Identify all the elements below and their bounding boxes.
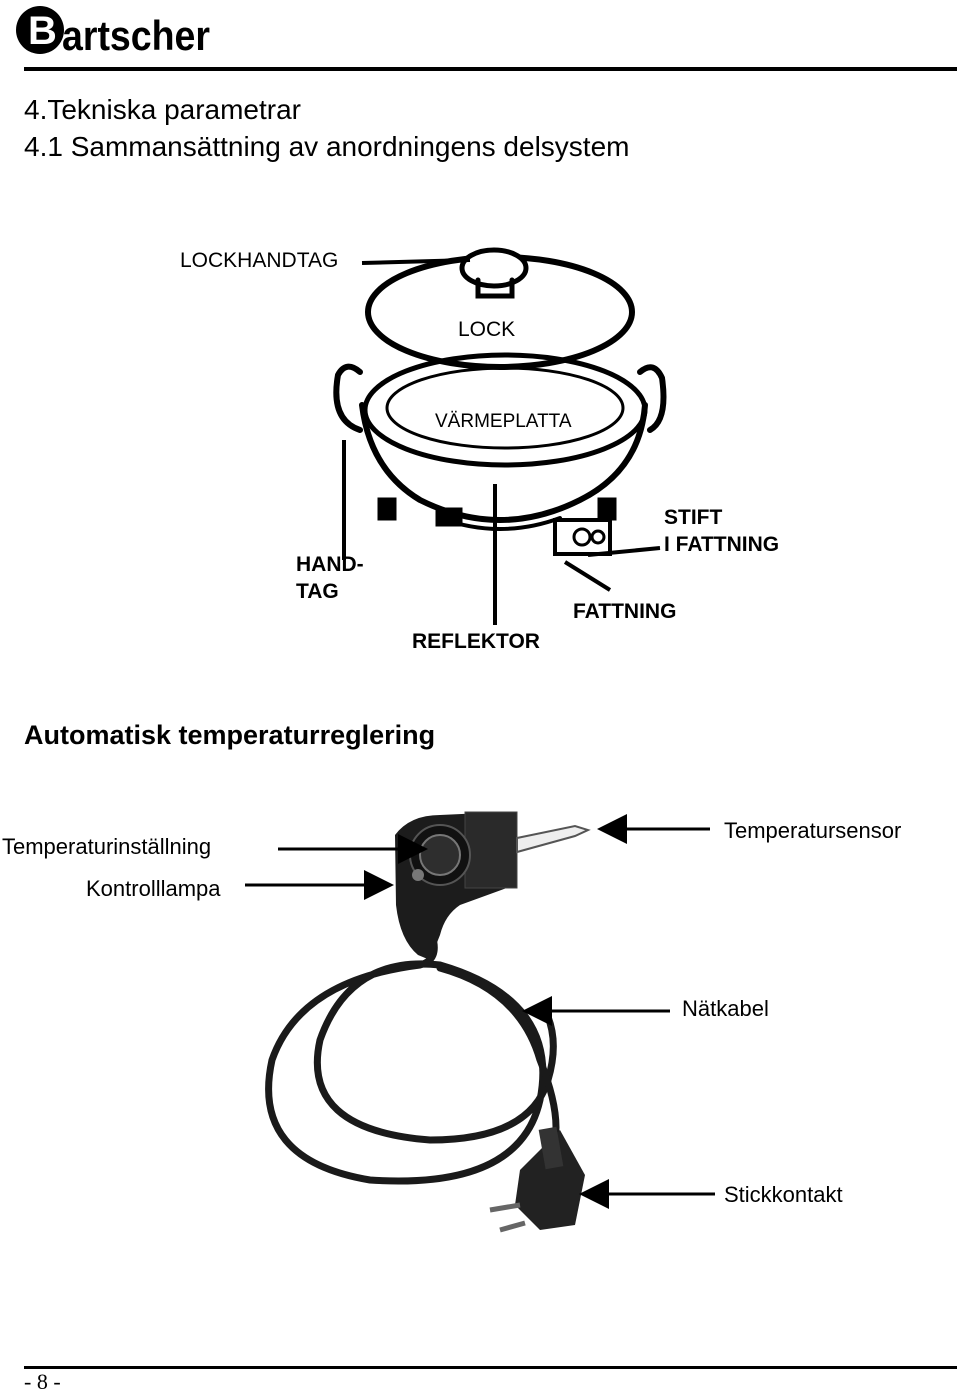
- bartscher-logo: B artscher: [16, 6, 210, 59]
- label-temp-sensor: Temperatursensor: [724, 818, 902, 843]
- header-rule: [24, 67, 957, 71]
- pan-body: [359, 402, 648, 523]
- page-title: 4.Tekniska parametrar: [24, 94, 302, 125]
- label-indicator-lamp: Kontrolllampa: [86, 876, 221, 901]
- label-lid: LOCK: [458, 318, 516, 341]
- svg-text:B: B: [28, 9, 57, 53]
- label-mains-cable: Nätkabel: [682, 996, 769, 1021]
- label-handle-line1: HAND-: [296, 553, 364, 576]
- section-subtitle: 4.1 Sammansättning av anordningens delsy…: [24, 131, 630, 162]
- label-handle-line2: TAG: [296, 580, 339, 603]
- footer-rule: [24, 1366, 957, 1369]
- lid-knob: [459, 247, 529, 289]
- socket-shape: [553, 518, 612, 556]
- label-reflector: REFLEKTOR: [412, 630, 540, 649]
- svg-text:artscher: artscher: [62, 12, 210, 59]
- label-hotplate: VÄRMEPLATTA: [435, 411, 572, 432]
- label-socket: FATTNING: [573, 600, 677, 623]
- label-pin-line2: I FATTNING: [664, 533, 780, 556]
- label-temp-setting: Temperaturinställning: [2, 834, 212, 859]
- label-lid-handle: LOCKHANDTAG: [180, 249, 339, 272]
- controller-shape: [395, 811, 591, 960]
- thermostat-heading: Automatisk temperaturreglering: [24, 720, 436, 750]
- label-plug: Stickkontakt: [724, 1182, 843, 1207]
- plug-shape: [489, 1126, 585, 1233]
- mains-cable-shape: [265, 931, 557, 1185]
- page-number: - 8 -: [24, 1369, 61, 1394]
- label-pin-line1: STIFT: [664, 506, 723, 529]
